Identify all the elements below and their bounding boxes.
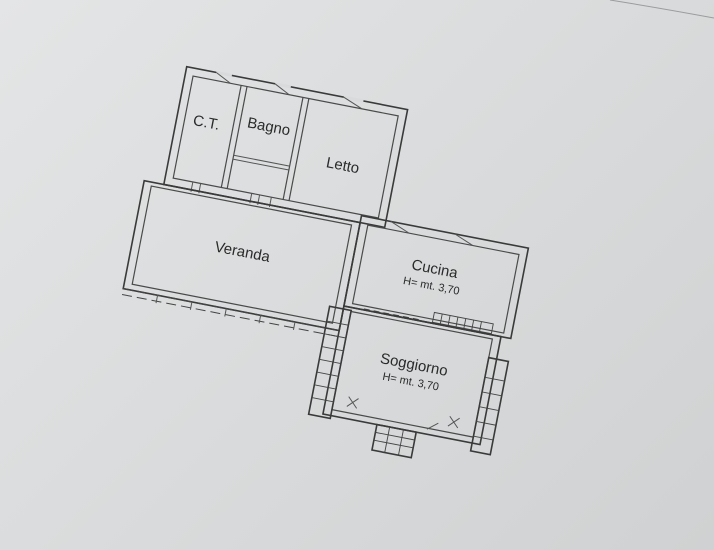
- room-label-ct: C.T.: [192, 112, 221, 134]
- room-label-bagno: Bagno: [246, 114, 292, 139]
- upper-wing-walls: [162, 65, 409, 229]
- room-label-letto: Letto: [325, 154, 361, 177]
- room-label-veranda: Veranda: [213, 238, 272, 265]
- paper-edge: [609, 0, 714, 19]
- plan-group: C.T. Bagno Letto Veranda Cucina H= mt. 3…: [121, 65, 530, 459]
- soggiorno-walls: [307, 305, 510, 459]
